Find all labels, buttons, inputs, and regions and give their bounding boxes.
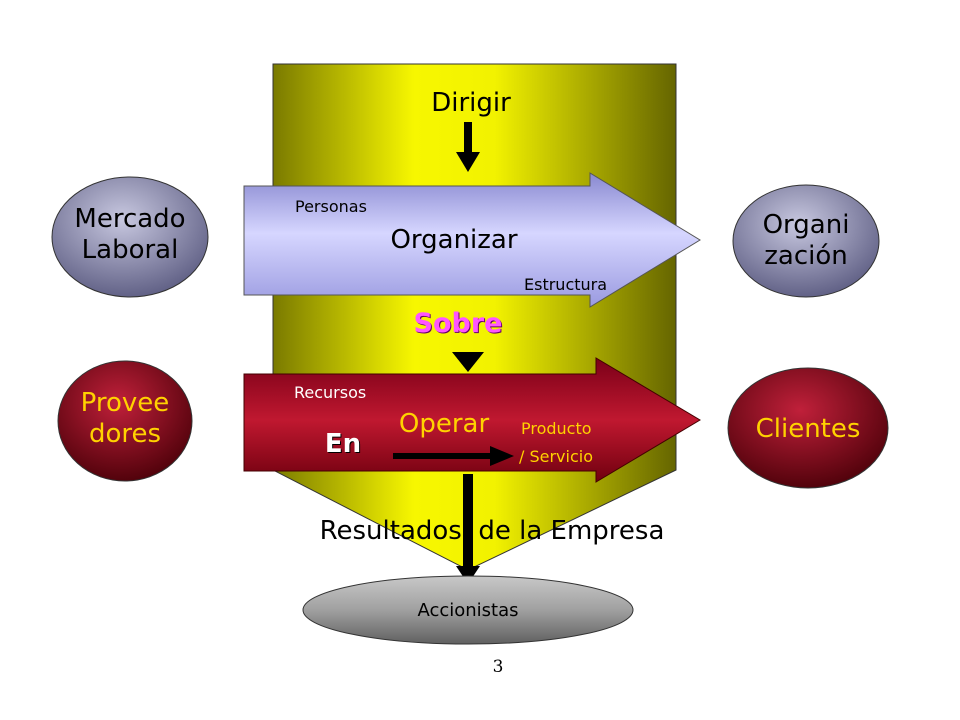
clientes-text: Clientes bbox=[728, 414, 888, 445]
proveedores-oval bbox=[57, 360, 193, 482]
sobre-arrow-head bbox=[452, 352, 484, 372]
operar-label: Operar bbox=[398, 409, 490, 439]
producto-label: Producto bbox=[521, 419, 592, 438]
mercado-laboral-text: Mercado Laboral bbox=[52, 204, 208, 266]
organizacion-text: Organi zación bbox=[733, 210, 879, 272]
accionistas-text: Accionistas bbox=[368, 600, 568, 622]
estructura-label: Estructura bbox=[524, 275, 608, 294]
clientes-line: Clientes bbox=[755, 414, 861, 444]
mercado-laboral-oval bbox=[51, 176, 209, 298]
organizar-arrow bbox=[243, 172, 701, 308]
operar-arrow bbox=[243, 357, 701, 483]
organizacion-line2: zación bbox=[764, 241, 848, 272]
en-label: En bbox=[324, 429, 362, 459]
accionistas-line: Accionistas bbox=[417, 600, 519, 621]
resultados-label: Resultados de la Empresa bbox=[319, 516, 665, 546]
dirigir-arrow-shaft bbox=[464, 122, 472, 156]
proveedores-text: Provee dores bbox=[58, 388, 192, 450]
proveedores-line1: Provee bbox=[80, 388, 170, 418]
mercado-line2: Laboral bbox=[81, 235, 179, 266]
page-number: 3 bbox=[492, 657, 504, 677]
accionistas-oval bbox=[302, 575, 634, 645]
organizar-label: Organizar bbox=[390, 225, 518, 255]
organizacion-oval bbox=[732, 184, 880, 298]
proveedores-line2: dores bbox=[88, 419, 162, 450]
resultados-arrow-shaft bbox=[463, 474, 473, 570]
recursos-label: Recursos bbox=[294, 383, 367, 402]
servicio-label: / Servicio bbox=[519, 447, 593, 466]
en-arrow-head bbox=[490, 446, 514, 466]
mercado-line1: Mercado bbox=[74, 204, 186, 234]
resultados-arrow-head bbox=[456, 566, 480, 584]
personas-label: Personas bbox=[295, 197, 367, 216]
dirigir-label: Dirigir bbox=[431, 88, 511, 118]
clientes-oval bbox=[727, 367, 889, 489]
dirigir-arrow-head bbox=[456, 152, 480, 172]
sobre-label: Sobre bbox=[413, 308, 503, 339]
organizacion-line1: Organi bbox=[762, 210, 850, 240]
en-arrow-shaft bbox=[393, 453, 493, 459]
